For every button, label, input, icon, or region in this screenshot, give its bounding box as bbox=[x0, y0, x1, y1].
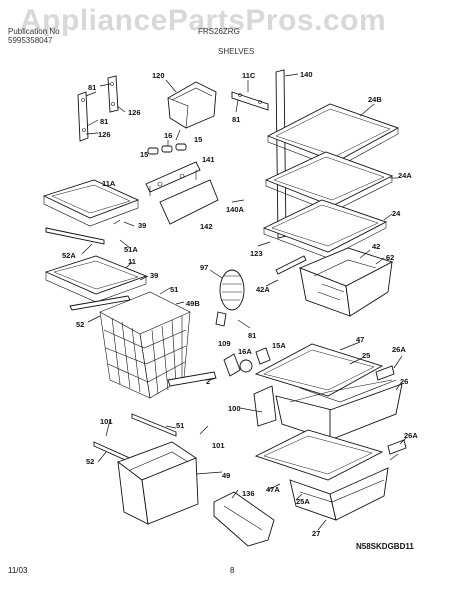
callout-62: 62 bbox=[386, 253, 394, 262]
callout-47a: 47A bbox=[266, 485, 280, 494]
callout-101: 101 bbox=[100, 417, 113, 426]
callout-42: 42 bbox=[372, 242, 380, 251]
callout-15a: 15A bbox=[272, 341, 286, 350]
callout-49: 49 bbox=[222, 471, 230, 480]
rail-part-42a bbox=[275, 255, 307, 275]
shelf-part-11a bbox=[42, 179, 140, 245]
model-label: FRS26ZRG bbox=[198, 27, 240, 36]
drawing-code: N58SKDGBD11 bbox=[356, 542, 414, 551]
bracket-part-141 bbox=[145, 161, 201, 196]
callout-24a: 24A bbox=[398, 171, 412, 180]
callout-101: 101 bbox=[212, 441, 225, 450]
publication-label: Publication No bbox=[8, 27, 60, 36]
pan-part-25 bbox=[254, 343, 403, 441]
callout-120: 120 bbox=[152, 71, 165, 80]
callout-126: 126 bbox=[98, 130, 111, 139]
callout-26: 26 bbox=[400, 377, 408, 386]
callout-11a: 11A bbox=[102, 179, 116, 188]
crisper-part-42 bbox=[298, 247, 394, 317]
callout-24: 24 bbox=[392, 209, 401, 218]
parts-109-16a-15a bbox=[223, 347, 271, 377]
callout-81: 81 bbox=[232, 115, 240, 124]
callout-39: 39 bbox=[138, 221, 146, 230]
bracket-part-126 bbox=[77, 75, 126, 142]
callout-52: 52 bbox=[86, 457, 94, 466]
shelf-part-24 bbox=[262, 199, 393, 259]
callout-109: 109 bbox=[218, 339, 231, 348]
panel-part-142 bbox=[159, 179, 219, 225]
callout-136: 136 bbox=[242, 489, 255, 498]
callout-97: 97 bbox=[200, 263, 208, 272]
callout-2: 2 bbox=[206, 377, 210, 386]
part-136-detail bbox=[223, 505, 263, 531]
callout-16a: 16A bbox=[238, 347, 252, 356]
callout-81: 81 bbox=[100, 117, 108, 126]
callout-100: 100 bbox=[228, 404, 241, 413]
panel-part-100 bbox=[253, 385, 277, 427]
section-title: SHELVES bbox=[218, 47, 255, 56]
publication-number: 5995358047 bbox=[8, 36, 53, 45]
callout-81: 81 bbox=[88, 83, 96, 92]
callout-26a: 26A bbox=[404, 431, 418, 440]
clip-part-26a-lower bbox=[387, 439, 407, 455]
callout-15: 15 bbox=[140, 150, 148, 159]
callout-51: 51 bbox=[170, 285, 178, 294]
callout-11: 11 bbox=[128, 257, 136, 266]
callout-142: 142 bbox=[200, 222, 213, 231]
callout-141: 141 bbox=[202, 155, 215, 164]
door-bin-part-120 bbox=[165, 79, 217, 129]
callout-25: 25 bbox=[362, 351, 370, 360]
footer-page-number: 8 bbox=[230, 566, 235, 575]
callout-26a: 26A bbox=[392, 345, 406, 354]
callout-81: 81 bbox=[248, 331, 256, 340]
callout-51a: 51A bbox=[124, 245, 138, 254]
callout-140a: 140A bbox=[226, 205, 245, 214]
callout-49b: 49B bbox=[186, 299, 200, 308]
callout-47: 47 bbox=[356, 335, 364, 344]
callout-126: 126 bbox=[128, 108, 141, 117]
callout-42a: 42A bbox=[256, 285, 270, 294]
callout-24b: 24B bbox=[368, 95, 382, 104]
wire-basket-part-49b bbox=[99, 291, 191, 399]
callout-27: 27 bbox=[312, 529, 320, 538]
leader-lines bbox=[81, 129, 407, 531]
callout-140: 140 bbox=[300, 70, 313, 79]
callout-15: 15 bbox=[194, 135, 202, 144]
callout-11c: 11C bbox=[242, 71, 256, 80]
bin-part-49 bbox=[117, 441, 199, 525]
callout-25a: 25A bbox=[296, 497, 310, 506]
callout-39: 39 bbox=[150, 271, 158, 280]
shelf-part-11 bbox=[44, 255, 148, 311]
callout-52: 52 bbox=[76, 320, 84, 329]
clip-parts-16-15 bbox=[147, 140, 187, 155]
rail-parts-101-51 bbox=[93, 413, 177, 465]
clip-part-26a-upper bbox=[375, 365, 395, 381]
callout-52a: 52A bbox=[62, 251, 76, 260]
pan-part-27 bbox=[254, 429, 389, 521]
part-136 bbox=[213, 491, 275, 547]
watermark: AppliancePartsPros.com bbox=[20, 4, 387, 37]
callout-16: 16 bbox=[164, 131, 172, 140]
callout-123: 123 bbox=[250, 249, 263, 258]
part-97 bbox=[215, 269, 245, 327]
shelf-part-24b bbox=[266, 103, 400, 169]
bracket-part-11c bbox=[231, 80, 269, 113]
callout-51: 51 bbox=[176, 421, 184, 430]
callout-labels: 81 126 81 126 120 16 15 15 141 11C 140 8… bbox=[62, 70, 418, 538]
footer-date: 11/03 bbox=[8, 566, 28, 575]
